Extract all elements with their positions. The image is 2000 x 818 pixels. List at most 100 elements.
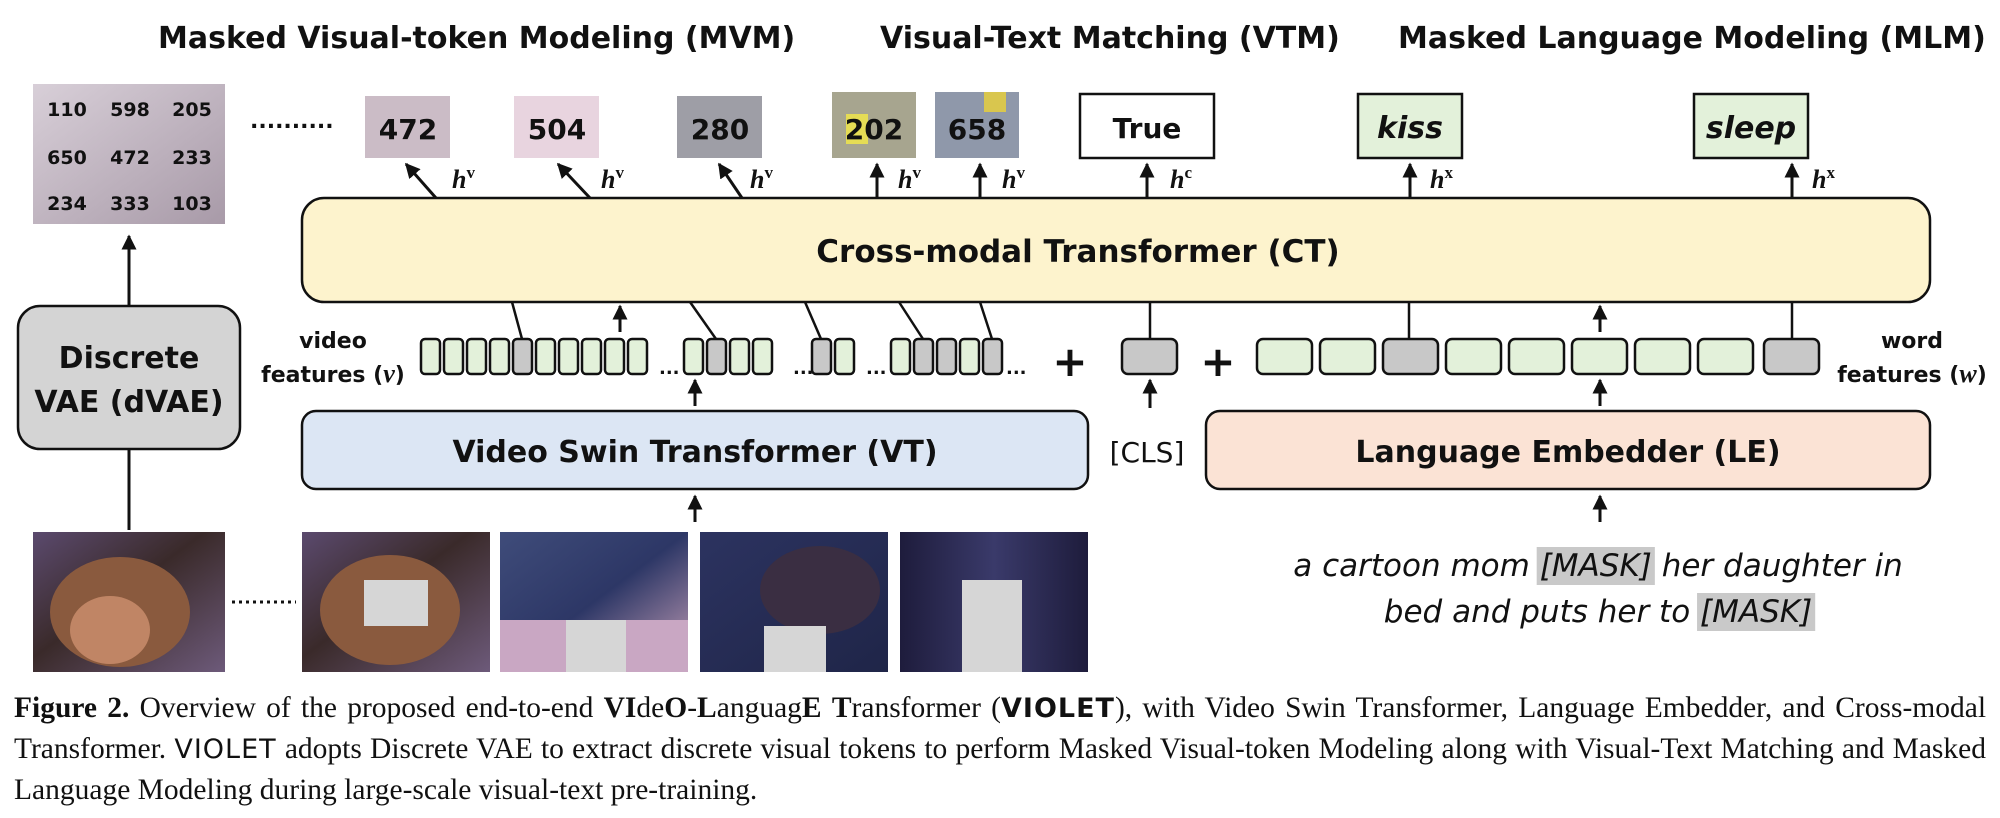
video-feature-token bbox=[557, 337, 580, 376]
mlm-output-sleep: sleep bbox=[1692, 92, 1810, 160]
frame-mask-patch bbox=[764, 626, 826, 672]
video-feature-token bbox=[626, 337, 649, 376]
video-token-ellipsis: ... bbox=[866, 358, 887, 379]
word-feature-tokens bbox=[1255, 337, 1821, 376]
word-feature-token bbox=[1696, 337, 1755, 376]
video-token-ellipsis: ... bbox=[1006, 358, 1027, 379]
video-feature-token bbox=[511, 337, 534, 376]
h-x-label: hx bbox=[1430, 163, 1453, 194]
video-frame-3 bbox=[700, 532, 888, 672]
video-token-ellipsis: ... bbox=[793, 358, 814, 379]
token-grid-cell: 103 bbox=[172, 193, 212, 215]
h-v-label: hv bbox=[898, 163, 921, 194]
token-grid-cell: 333 bbox=[110, 193, 150, 215]
vtm-output-label: True bbox=[1113, 112, 1182, 145]
word-feature-token bbox=[1507, 337, 1566, 376]
violet-architecture-diagram: Masked Visual-token Modeling (MVM) Visua… bbox=[16, 21, 1987, 672]
visual-token-label: 202 bbox=[845, 113, 903, 146]
token-grid-cell: 472 bbox=[110, 147, 150, 169]
input-arrows-to-ct bbox=[612, 304, 1608, 332]
video-frame-1 bbox=[302, 532, 490, 672]
mlm-output-label: kiss bbox=[1377, 111, 1443, 146]
mask-highlight bbox=[1697, 593, 1816, 631]
video-feature-token bbox=[419, 337, 442, 376]
cls-label: [CLS] bbox=[1110, 436, 1185, 469]
le-label: Language Embedder (LE) bbox=[1355, 435, 1780, 470]
h-v-label: hv bbox=[750, 163, 773, 194]
word-feature-token bbox=[1381, 337, 1440, 376]
h-labels: hv hv hv hv hv hc hx hx bbox=[452, 163, 1835, 194]
video-feature-token bbox=[810, 337, 833, 376]
word-feature-token bbox=[1444, 337, 1503, 376]
visual-token-4: 202 bbox=[832, 92, 916, 158]
video-feature-token bbox=[488, 337, 511, 376]
token-grid-image: 110 598 205 650 472 233 234 333 103 bbox=[33, 84, 225, 224]
h-v-label: hv bbox=[601, 163, 624, 194]
video-feature-token bbox=[728, 337, 751, 376]
ct-label: Cross-modal Transformer (CT) bbox=[816, 234, 1339, 270]
mask-token: [MASK] bbox=[1540, 548, 1652, 584]
word-feature-token bbox=[1762, 337, 1821, 376]
video-feature-token bbox=[534, 337, 557, 376]
grid-dots: .......... bbox=[250, 109, 334, 134]
visual-token-1: 472 bbox=[365, 96, 450, 158]
video-feature-token bbox=[580, 337, 603, 376]
frame-mask-patch bbox=[962, 580, 1022, 672]
video-feature-token bbox=[912, 337, 935, 376]
video-feature-token bbox=[958, 337, 981, 376]
video-feature-token bbox=[833, 337, 856, 376]
dvae-label-line1: Discrete bbox=[59, 341, 200, 376]
word-features-label-line2: features (w) bbox=[1837, 359, 1987, 388]
visual-token-label: 504 bbox=[528, 113, 586, 146]
video-feature-token bbox=[751, 337, 774, 376]
token-grid-cell: 598 bbox=[110, 99, 150, 121]
token-grid-cell: 233 bbox=[172, 147, 212, 169]
word-feature-token bbox=[1255, 337, 1314, 376]
frame-mask-patch bbox=[364, 580, 428, 626]
word-feature-token bbox=[1633, 337, 1692, 376]
mlm-output-label: sleep bbox=[1706, 111, 1796, 146]
plus-sign: + bbox=[1200, 337, 1235, 386]
video-feature-token bbox=[603, 337, 626, 376]
discrete-vae: Discrete VAE (dVAE) bbox=[16, 304, 242, 451]
video-feature-token bbox=[442, 337, 465, 376]
token-connectors bbox=[510, 301, 1794, 340]
mask-token: [MASK] bbox=[1700, 594, 1812, 630]
video-feature-token bbox=[705, 337, 728, 376]
video-frame-2 bbox=[500, 532, 688, 672]
frame-mask-patch bbox=[566, 620, 626, 672]
violet-logo: VIOLET bbox=[174, 734, 277, 765]
dvae-input-frame bbox=[33, 532, 225, 672]
input-sentence-line2: bed and puts her to [MASK] bbox=[1384, 594, 1812, 630]
visual-token-label: 658 bbox=[948, 113, 1006, 146]
video-feature-token bbox=[465, 337, 488, 376]
visual-token-5: 658 bbox=[935, 92, 1019, 158]
visual-token-label: 280 bbox=[691, 113, 749, 146]
token-grid-cell: 234 bbox=[47, 193, 87, 215]
h-c-label: hc bbox=[1170, 163, 1192, 194]
visual-token-label: 472 bbox=[379, 113, 437, 146]
visual-token-2: 504 bbox=[514, 96, 599, 158]
dvae-label-line2: VAE (dVAE) bbox=[34, 385, 223, 420]
video-features-label-line2: features (v) bbox=[261, 359, 405, 388]
mask-highlight bbox=[1536, 547, 1655, 585]
visual-token-3: 280 bbox=[677, 96, 762, 158]
word-features-label-line1: word bbox=[1881, 329, 1943, 354]
video-swin-transformer: Video Swin Transformer (VT) bbox=[300, 409, 1090, 491]
h-v-label: hv bbox=[452, 163, 475, 194]
token-grid-cell: 650 bbox=[47, 147, 87, 169]
figure-caption: Figure 2. Overview of the proposed end-t… bbox=[14, 692, 1987, 806]
header-mlm: Masked Language Modeling (MLM) bbox=[1398, 21, 1986, 56]
word-feature-token bbox=[1570, 337, 1629, 376]
header-mvm: Masked Visual-token Modeling (MVM) bbox=[158, 21, 795, 56]
video-token-ellipsis: ... bbox=[659, 358, 680, 379]
mlm-output-kiss: kiss bbox=[1356, 92, 1464, 160]
cls-token bbox=[1120, 337, 1179, 376]
plus-sign: + bbox=[1052, 337, 1087, 386]
video-features-label-line1: video bbox=[299, 329, 367, 354]
language-embedder: Language Embedder (LE) bbox=[1204, 409, 1932, 491]
video-feature-token bbox=[935, 337, 958, 376]
violet-logo: VIOLET bbox=[1001, 693, 1115, 724]
word-feature-token bbox=[1318, 337, 1377, 376]
h-x-label: hx bbox=[1812, 163, 1835, 194]
